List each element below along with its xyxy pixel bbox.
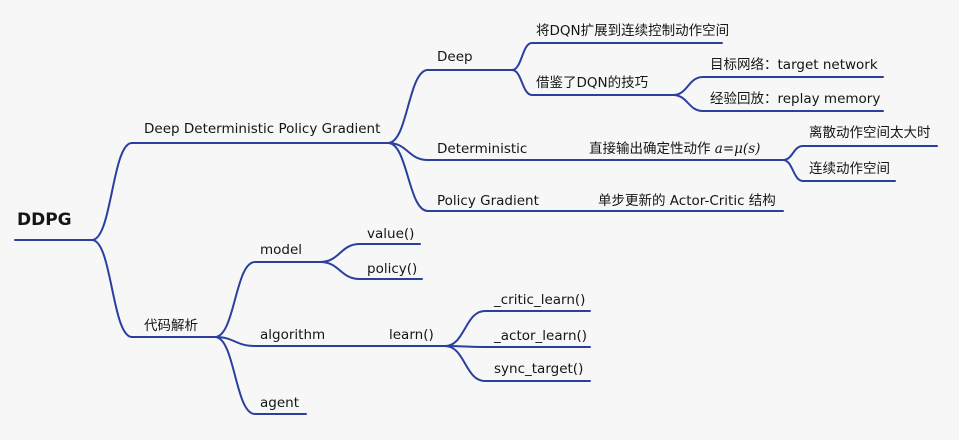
node-sync-target: sync_target() [494, 361, 584, 377]
node-agent: agent [260, 395, 299, 411]
edge-ddpg-pg [387, 142, 559, 212]
edge-code-model [214, 261, 321, 338]
node-ddpg-fullname: Deep Deterministic Policy Gradient [144, 121, 381, 137]
node-code-analysis: 代码解析 [144, 318, 198, 334]
node-critic-learn: _critic_learn() [494, 292, 586, 308]
node-learn-fn: learn() [389, 327, 434, 343]
action-formula: a=μ(s) [714, 141, 761, 157]
edge-output-continuous [782, 159, 896, 182]
edge-root-ddpg [14, 142, 389, 241]
edge-root-code [91, 239, 216, 338]
node-policy-gradient: Policy Gradient [437, 193, 539, 209]
edge-borrow-target [672, 76, 884, 96]
node-algorithm: algorithm [260, 327, 326, 343]
edge-ddpg-deterministic [387, 142, 557, 161]
node-policy-fn: policy() [367, 261, 418, 277]
node-actor-critic: 单步更新的 Actor-Critic 结构 [598, 193, 776, 209]
node-discrete-space: 离散动作空间太大时 [809, 125, 931, 141]
edge-ddpg-deep [387, 69, 513, 144]
node-borrow-dqn: 借鉴了DQN的技巧 [536, 75, 649, 91]
node-direct-output: 直接输出确定性动作 a=μ(s) [589, 141, 760, 157]
edge-learn-actor [444, 345, 591, 348]
node-target-network: 目标网络：target network [710, 57, 878, 73]
edge-code-agent [214, 336, 307, 415]
node-actor-learn: _actor_learn() [494, 328, 588, 344]
node-replay-memory: 经验回放：replay memory [710, 91, 881, 107]
edge-borrow-replay [672, 94, 884, 112]
node-value-fn: value() [367, 226, 415, 242]
edge-learn-sync [444, 345, 591, 382]
edge-deep-borrow [511, 69, 674, 96]
node-extend-dqn: 将DQN扩展到连续控制动作空间 [536, 23, 730, 39]
edge-learn-critic [444, 310, 591, 347]
node-deep: Deep [437, 49, 473, 65]
node-deterministic: Deterministic [437, 141, 528, 157]
node-model: model [260, 242, 303, 258]
edge-code-algorithm [214, 336, 446, 347]
edge-output-discrete [782, 145, 938, 161]
node-continuous-space: 连续动作空间 [809, 161, 890, 177]
direct-output-text: 直接输出确定性动作 [589, 141, 711, 157]
edge-model-value [319, 243, 421, 263]
node-root-ddpg: DDPG [17, 210, 72, 230]
edge-deep-extend [511, 42, 723, 71]
edge-model-policy [319, 261, 423, 280]
